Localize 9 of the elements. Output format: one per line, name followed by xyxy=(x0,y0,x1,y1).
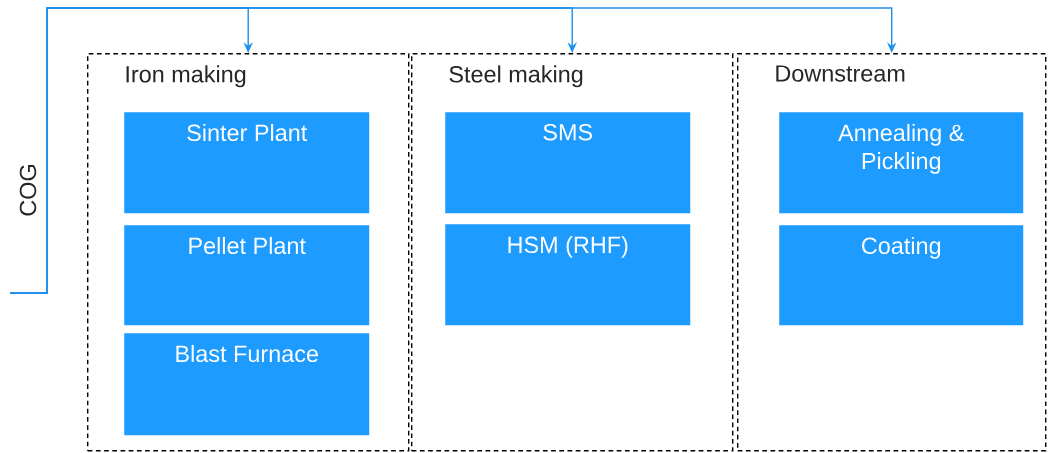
process-box: Annealing & Pickling xyxy=(779,112,1024,214)
arrow xyxy=(9,7,897,294)
process-box: Sinter Plant xyxy=(124,112,370,214)
process-box: SMS xyxy=(445,112,691,214)
process-box: HSM (RHF) xyxy=(445,224,691,326)
process-box: Blast Furnace xyxy=(124,333,370,436)
process-box: Pellet Plant xyxy=(124,225,370,326)
process-box: Coating xyxy=(779,225,1024,326)
edge-label: COG xyxy=(19,165,37,216)
